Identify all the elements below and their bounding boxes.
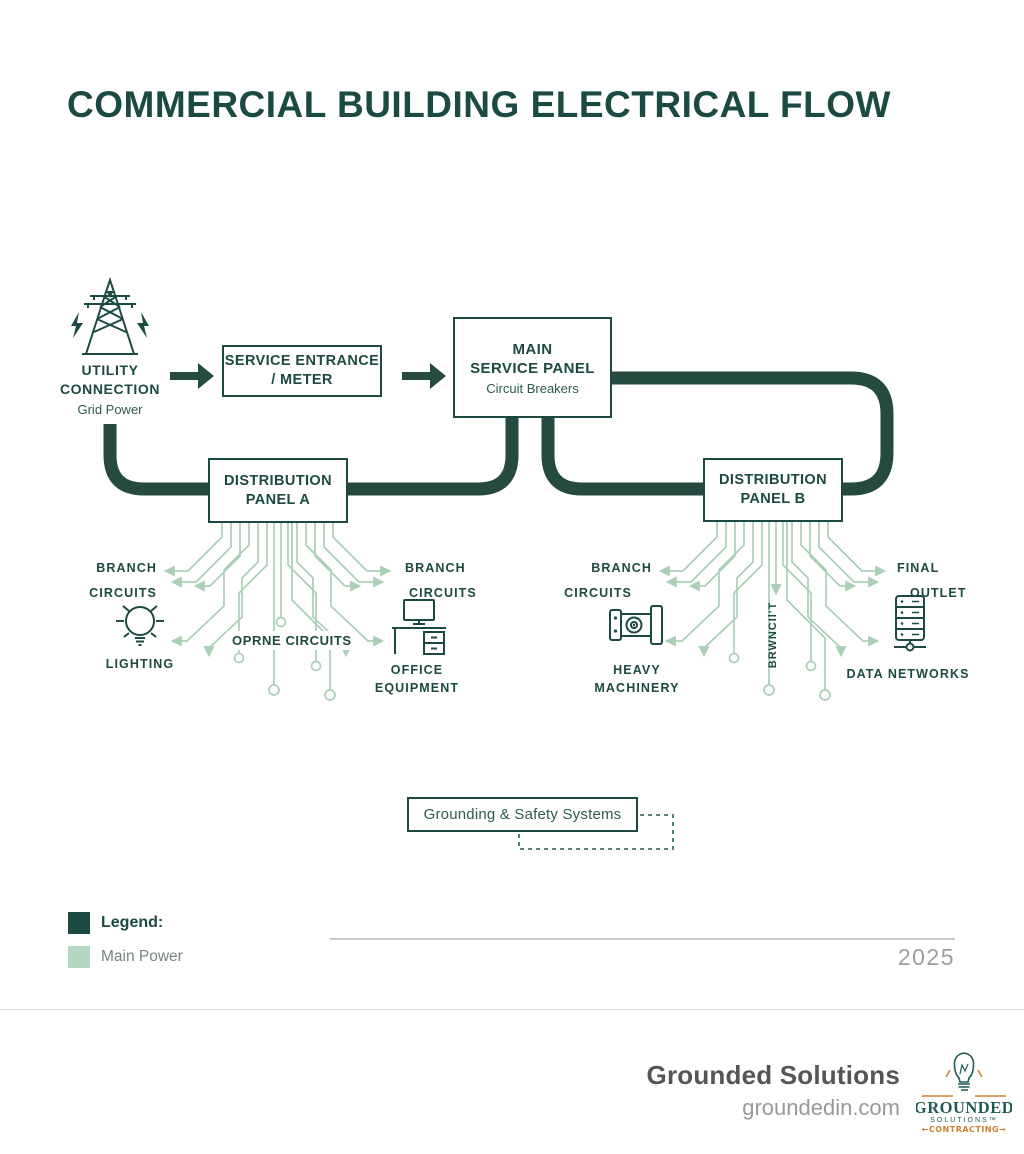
utility-line1: UTILITY bbox=[81, 362, 139, 378]
main-panel-line1: MAIN bbox=[512, 340, 553, 358]
legend-dark-swatch bbox=[68, 912, 90, 934]
panel-a-left-branch-label: BRANCH bbox=[96, 561, 157, 575]
distribution-panel-a-box: DISTRIBUTION PANEL A bbox=[208, 458, 348, 523]
footer-divider-line bbox=[0, 1009, 1024, 1010]
utility-connection-label: UTILITY CONNECTION Grid Power bbox=[35, 361, 185, 417]
arrow-utility-to-service bbox=[170, 363, 214, 389]
panel-b-line1: DISTRIBUTION bbox=[719, 472, 827, 489]
transmission-tower-icon bbox=[71, 276, 149, 355]
pipe-main-to-panel-a bbox=[342, 414, 519, 496]
panel-a-line2: PANEL A bbox=[245, 491, 311, 508]
panel-a-center-circuits-label: OPRNE CIRCUITS bbox=[227, 631, 357, 650]
main-power-pipes bbox=[103, 371, 894, 496]
lighting-bulb-icon bbox=[116, 605, 164, 646]
pipe-utility-to-panel-a bbox=[103, 424, 214, 496]
footer-text-block: Grounded Solutions groundedin.com bbox=[500, 1060, 900, 1121]
main-panel-sublabel: Circuit Breakers bbox=[486, 380, 579, 396]
legend-divider-line bbox=[330, 938, 955, 940]
panel-a-line1: DISTRIBUTION bbox=[224, 472, 332, 489]
panel-b-circuit-traces bbox=[658, 521, 887, 701]
data-networks-label: DATA NETWORKS bbox=[846, 667, 970, 681]
panel-b-final-label: FINAL bbox=[897, 561, 940, 575]
legend-title: Legend: bbox=[101, 914, 164, 931]
distribution-panel-b-box: DISTRIBUTION PANEL B bbox=[703, 458, 843, 522]
panel-b-left-branch-label: BRANCH bbox=[591, 561, 652, 575]
legend-main-power-swatch bbox=[68, 946, 90, 968]
logo-spark-marks bbox=[922, 1069, 1006, 1097]
logo-sub: SOLUTIONS™ bbox=[930, 1117, 997, 1124]
server-rack-icon bbox=[894, 595, 926, 652]
panel-b-vertical-branch-label: BRWNCIl'T bbox=[767, 601, 779, 669]
flow-arrows bbox=[170, 363, 446, 389]
panel-a-circuit-traces bbox=[163, 521, 392, 701]
service-entrance-line1: SERVICE ENTRANCE bbox=[224, 353, 380, 370]
office-equipment-label: OFFICE EQUIPMENT bbox=[374, 663, 460, 696]
main-service-panel-box: MAIN SERVICE PANEL Circuit Breakers bbox=[453, 317, 612, 418]
utility-line2: CONNECTION bbox=[59, 380, 161, 397]
logo-tagline: ←CONTRACTING→ bbox=[922, 1125, 1007, 1134]
panel-a-right-branch-label: BRANCH bbox=[405, 561, 466, 575]
grounding-dashed-line bbox=[518, 814, 674, 850]
heavy-machinery-label: HEAVY MACHINERY bbox=[594, 663, 680, 696]
lightning-bolt-icon bbox=[71, 312, 149, 338]
heavy-machinery-icon bbox=[609, 605, 663, 645]
utility-sublabel: Grid Power bbox=[77, 401, 143, 417]
service-entrance-line2: / METER bbox=[271, 372, 333, 388]
arrow-service-to-main bbox=[402, 363, 446, 389]
panel-b-line2: PANEL B bbox=[740, 491, 806, 507]
office-desk-icon bbox=[392, 599, 446, 655]
lighting-label: LIGHTING bbox=[105, 657, 175, 671]
company-name: Grounded Solutions bbox=[646, 1060, 900, 1090]
page-title: COMMERCIAL BUILDING ELECTRICAL FLOW bbox=[67, 84, 891, 125]
website-url: groundedin.com bbox=[742, 1095, 900, 1120]
panel-b-left-circuits-label: CIRCUITS bbox=[564, 586, 632, 600]
pipe-main-to-panel-b bbox=[541, 414, 709, 496]
year-label: 2025 bbox=[897, 944, 955, 970]
pipe-main-right-loop-to-panel-b bbox=[610, 371, 894, 496]
logo-name: GROUNDED bbox=[916, 1098, 1012, 1117]
main-panel-line2: SERVICE PANEL bbox=[470, 360, 595, 377]
grounding-safety-box: Grounding & Safety Systems bbox=[407, 797, 638, 832]
service-entrance-box: SERVICE ENTRANCE / METER bbox=[222, 345, 382, 397]
panel-b-outlet-label: OUTLET bbox=[910, 586, 967, 600]
panel-a-left-circuits-label: CIRCUITS bbox=[89, 586, 157, 600]
legend-main-power-label: Main Power bbox=[101, 948, 183, 965]
company-logo: GROUNDED SOLUTIONS™ ←CONTRACTING→ bbox=[916, 1052, 1012, 1134]
panel-a-right-circuits-label: CIRCUITS bbox=[409, 586, 477, 600]
logo-lightbulb-icon bbox=[953, 1052, 975, 1091]
legend: Legend: Main Power bbox=[68, 912, 183, 980]
